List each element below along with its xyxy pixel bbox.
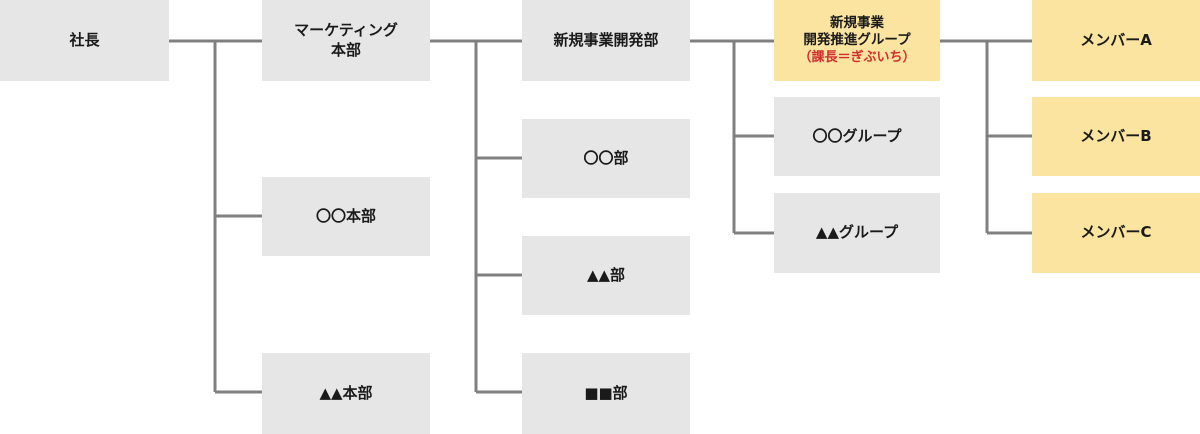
group-oo-label: 〇〇グループ (812, 126, 902, 145)
group-oo-box: 〇〇グループ (774, 97, 940, 176)
member-c-label: メンバーC (1080, 223, 1152, 242)
hq-tri-box: ▲▲本部 (262, 353, 430, 434)
member-a-box: メンバーA (1032, 0, 1200, 81)
group-tri-box: ▲▲グループ (774, 193, 940, 273)
dept-sq-box: ■■部 (522, 353, 690, 434)
newbiz-dept-box: 新規事業開発部 (522, 0, 690, 81)
member-b-box: メンバーB (1032, 97, 1200, 176)
president-label: 社長 (69, 30, 100, 49)
newbiz-dept-label: 新規事業開発部 (553, 30, 659, 49)
dept-oo-label: 〇〇部 (583, 148, 629, 167)
dept-tri-box: ▲▲部 (522, 236, 690, 315)
dept-sq-label: ■■部 (584, 383, 628, 402)
hq-oo-label: 〇〇本部 (315, 206, 376, 225)
marketing-hq-box: マーケティング 本部 (262, 0, 430, 81)
marketing-hq-label-line1: マーケティング (294, 21, 398, 39)
promo-group-label-line1: 新規事業 (830, 14, 884, 31)
promo-group-box: 新規事業 開発推進グループ （課長＝ぎぶいち） (774, 0, 940, 81)
hq-tri-label: ▲▲本部 (319, 383, 373, 402)
dept-tri-label: ▲▲部 (586, 265, 626, 284)
hq-oo-box: 〇〇本部 (262, 177, 430, 256)
member-b-label: メンバーB (1080, 126, 1152, 145)
group-tri-label: ▲▲グループ (815, 223, 899, 242)
marketing-hq-label-line2: 本部 (330, 40, 361, 59)
dept-oo-box: 〇〇部 (522, 119, 690, 198)
member-a-label: メンバーA (1080, 30, 1152, 49)
president-box: 社長 (0, 0, 169, 81)
promo-group-label-line2: 開発推進グループ (803, 32, 911, 49)
member-c-box: メンバーC (1032, 193, 1200, 273)
promo-group-manager-note: （課長＝ぎぶいち） (798, 49, 916, 65)
